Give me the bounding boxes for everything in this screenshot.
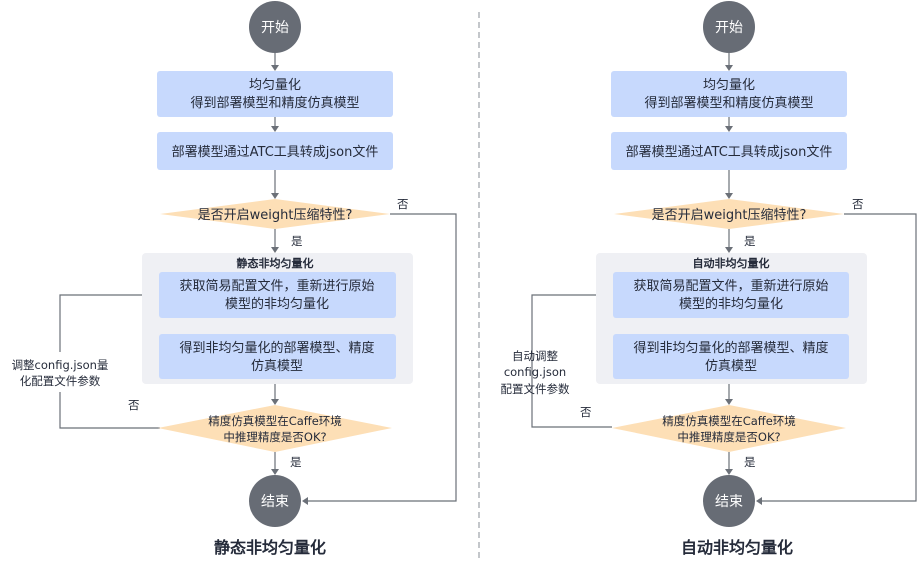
accuracy-decision[interactable]: 精度仿真模型在Caffe环境 中推理精度是否OK? [612, 405, 846, 452]
arrow-icon [271, 65, 279, 71]
get-model-box[interactable]: 得到非均匀量化的部署模型、精度 仿真模型 [159, 334, 396, 379]
uniform-quantization-box[interactable]: 均匀量化 得到部署模型和精度仿真模型 [611, 71, 847, 117]
decision2-no-label: 否 [128, 398, 140, 412]
loop-label-line2: 化配置文件参数 [20, 374, 101, 388]
step1-line1: 均匀量化 [249, 78, 301, 93]
decision1-yes-label: 是 [744, 234, 756, 248]
step2-label: 部署模型通过ATC工具转成json文件 [626, 145, 833, 160]
step2-label: 部署模型通过ATC工具转成json文件 [172, 145, 379, 160]
loop-label-line1: 调整config.json量 [12, 358, 109, 372]
group-title: 自动非均匀量化 [693, 256, 770, 270]
decision2-line1: 精度仿真模型在Caffe环境 [208, 414, 342, 428]
weight-compression-decision[interactable]: 是否开启weight压缩特性? [160, 199, 390, 229]
start-label: 开始 [715, 20, 743, 36]
group-step1-line1: 获取简易配置文件，重新进行原始 [633, 278, 828, 294]
flow-caption: 静态非均匀量化 [214, 538, 326, 557]
get-config-box[interactable]: 获取简易配置文件，重新进行原始 模型的非均匀量化 [613, 272, 849, 318]
loop-label-line2: config.json [504, 365, 566, 379]
edge-decision2-no-loop [531, 294, 612, 428]
flow-auto: 开始 均匀量化 得到部署模型和精度仿真模型 部署模型通过ATC工具转成json文… [501, 1, 917, 557]
step1-line2: 得到部署模型和精度仿真模型 [190, 95, 359, 111]
group-title: 静态非均匀量化 [237, 256, 314, 270]
decision1-no-label: 否 [852, 197, 864, 211]
accuracy-decision[interactable]: 精度仿真模型在Caffe环境 中推理精度是否OK? [158, 405, 392, 452]
edge-decision2-no-loop-upper [59, 294, 154, 352]
group-step1-line2: 模型的非均匀量化 [225, 296, 329, 312]
end-label: 结束 [261, 494, 289, 510]
group-step2-line1: 得到非均匀量化的部署模型、精度 [633, 340, 828, 356]
atc-convert-box[interactable]: 部署模型通过ATC工具转成json文件 [611, 132, 847, 170]
decision2-line2: 中推理精度是否OK? [223, 430, 326, 444]
decision2-line2: 中推理精度是否OK? [677, 430, 780, 444]
edge-decision1-no-to-end [761, 213, 917, 502]
arrow-icon [725, 247, 733, 253]
start-label: 开始 [261, 20, 289, 36]
decision2-yes-label: 是 [744, 455, 756, 469]
arrow-icon [271, 247, 279, 253]
start-node[interactable]: 开始 [703, 1, 755, 53]
step1-line2: 得到部署模型和精度仿真模型 [644, 95, 813, 111]
arrow-icon [725, 65, 733, 71]
flow-caption: 自动非均匀量化 [681, 538, 793, 557]
group-step1-line1: 获取简易配置文件，重新进行原始 [179, 278, 374, 294]
edge-decision2-no-loop-lower [59, 392, 160, 429]
start-node[interactable]: 开始 [249, 1, 301, 53]
edge-decision1-no-to-end [307, 213, 457, 502]
arrow-icon [725, 399, 733, 405]
arrow-icon [271, 193, 279, 199]
step1-line1: 均匀量化 [703, 78, 755, 93]
decision1-label: 是否开启weight压缩特性? [652, 207, 807, 223]
arrow-icon [271, 469, 279, 475]
arrow-icon [756, 497, 762, 505]
end-node[interactable]: 结束 [249, 475, 301, 527]
decision1-no-label: 否 [397, 197, 409, 211]
arrow-icon [725, 126, 733, 132]
get-model-box[interactable]: 得到非均匀量化的部署模型、精度 仿真模型 [613, 334, 849, 379]
group-step2-line1: 得到非均匀量化的部署模型、精度 [179, 340, 374, 356]
group-step1-line2: 模型的非均匀量化 [679, 296, 783, 312]
flow-static: 开始 均匀量化 得到部署模型和精度仿真模型 部署模型通过ATC工具转成json文… [12, 1, 457, 557]
arrow-icon [302, 497, 308, 505]
end-node[interactable]: 结束 [703, 475, 755, 527]
loop-label-line3: 配置文件参数 [501, 382, 570, 396]
decision1-label: 是否开启weight压缩特性? [198, 207, 353, 223]
decision2-yes-label: 是 [290, 455, 302, 469]
arrow-icon [725, 193, 733, 199]
weight-compression-decision[interactable]: 是否开启weight压缩特性? [614, 199, 844, 229]
get-config-box[interactable]: 获取简易配置文件，重新进行原始 模型的非均匀量化 [159, 272, 396, 318]
loop-label-line1: 自动调整 [512, 349, 558, 363]
decision1-yes-label: 是 [291, 234, 303, 248]
atc-convert-box[interactable]: 部署模型通过ATC工具转成json文件 [157, 132, 393, 170]
arrow-icon [725, 469, 733, 475]
arrow-icon [271, 126, 279, 132]
group-step2-line2: 仿真模型 [705, 359, 757, 374]
arrow-icon [271, 399, 279, 405]
decision2-no-label: 否 [580, 405, 592, 419]
decision2-line1: 精度仿真模型在Caffe环境 [662, 414, 796, 428]
end-label: 结束 [715, 494, 743, 510]
uniform-quantization-box[interactable]: 均匀量化 得到部署模型和精度仿真模型 [157, 71, 393, 117]
group-step2-line2: 仿真模型 [251, 359, 303, 374]
